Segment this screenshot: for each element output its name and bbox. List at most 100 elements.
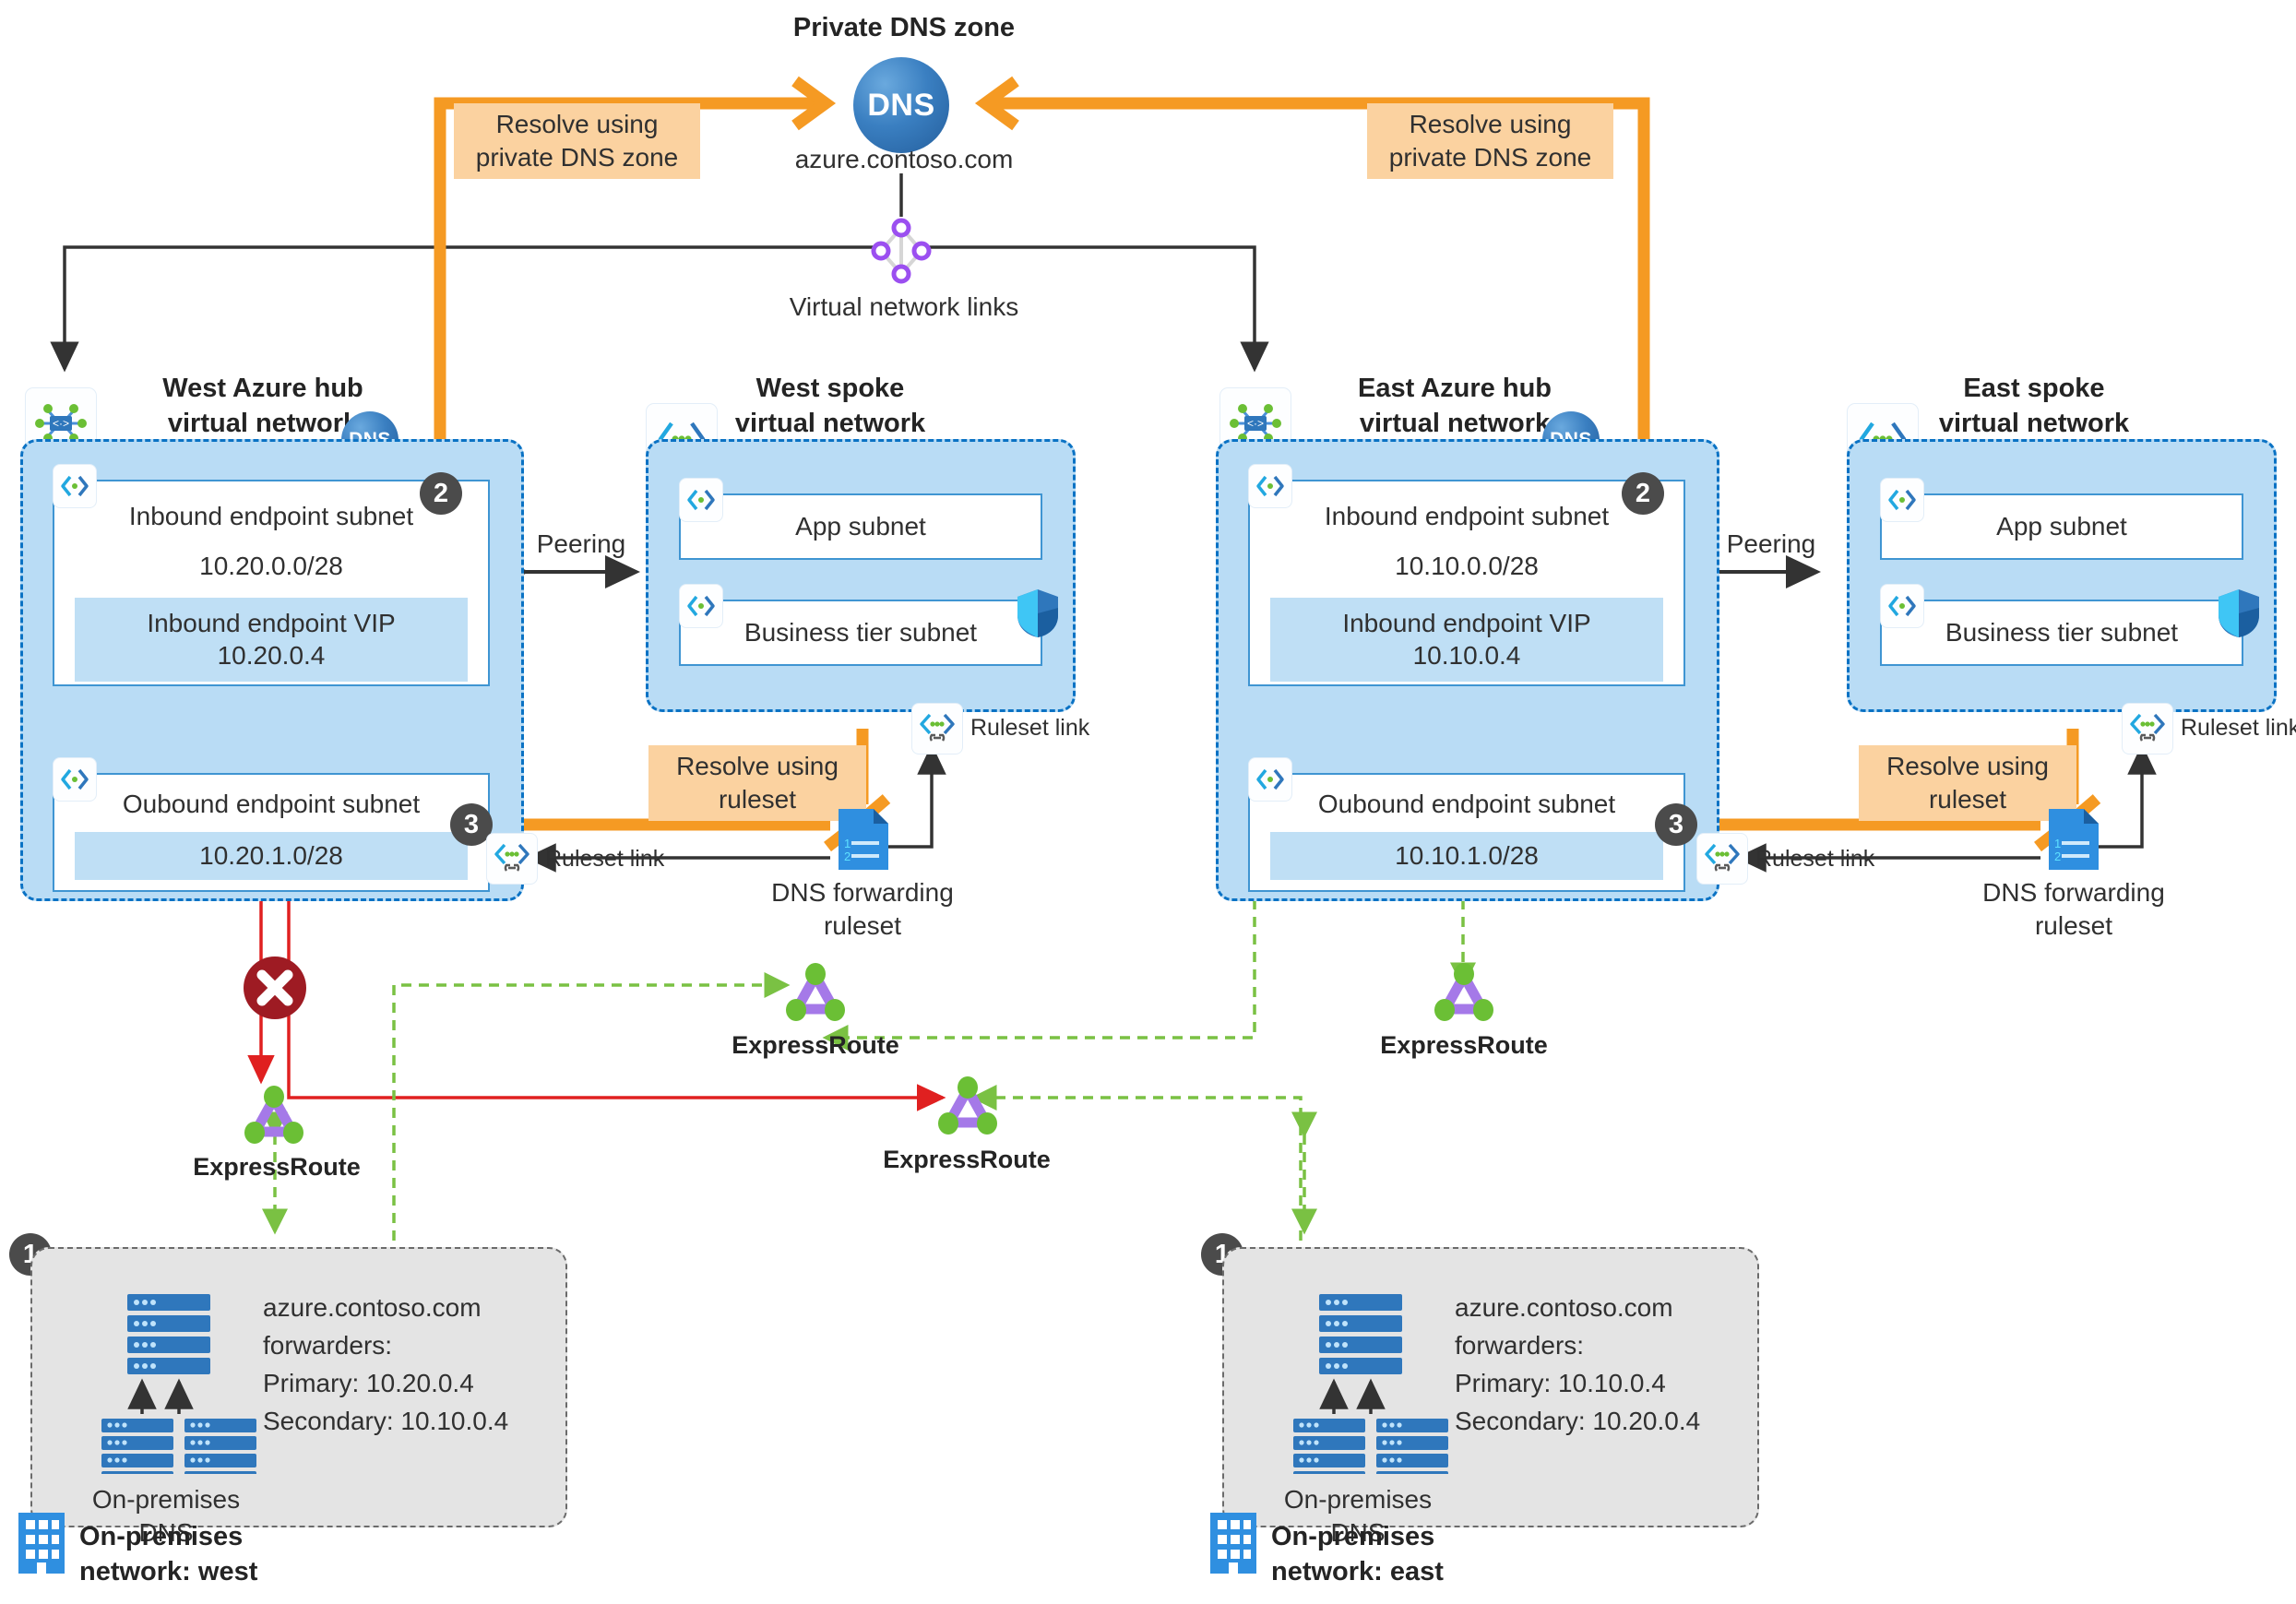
west-inbound-vip-box: Inbound endpoint VIP 10.20.0.4 [75,597,468,683]
east-business-subnet-icon [1880,584,1924,628]
onprem-west-building-icon [17,1511,66,1580]
expressroute-icon-west-outer [238,1084,310,1155]
peering-label-east: Peering [1726,529,1816,558]
west-hub-vnet-title: West Azure hub virtual network [111,372,415,441]
east-spoke-app-subnet: App subnet [1880,493,2243,560]
east-app-subnet-name: App subnet [1996,512,2127,541]
onprem-west-title: On-premises network: west [79,1522,258,1586]
east-ruleset-document-icon: 1 2 [2043,806,2104,877]
callout-private-dns-west: Resolve using private DNS zone [454,103,700,179]
east-hub-inbound-subnet: Inbound endpoint subnet 10.10.0.0/28 Inb… [1248,480,1685,686]
west-spoke-business-subnet: Business tier subnet [679,600,1042,666]
callout-private-dns-east: Resolve using private DNS zone [1367,103,1613,179]
onprem-west-dns-label: On-premises DNS [91,1485,241,1547]
west-inbound-subnet-icon [53,464,97,508]
step-badge-2-west: 2 [420,472,462,515]
zone-name: azure.contoso.com [794,145,1014,173]
east-inbound-subnet-cidr: 10.10.0.0/28 [1395,551,1539,580]
east-ruleset-title: DNS forwarding ruleset [1982,878,2165,940]
expressroute-label-east: ExpressRoute [1380,1031,1548,1059]
west-inbound-subnet-name: Inbound endpoint subnet [128,502,414,530]
vnet-links-label: Virtual network links [789,292,1019,321]
onprem-east-secondary: Secondary: 10.20.0.4 [1455,1407,1701,1435]
onprem-east-title: On-premises network: east [1271,1522,1444,1586]
east-spoke-vnet-title: East spoke virtual network [1877,372,2191,441]
east-outbound-cidr-box: 10.10.1.0/28 [1270,831,1663,880]
expressroute-label-mid-upper: ExpressRoute [732,1031,899,1059]
page-title: Private DNS zone [792,13,1016,42]
svg-text:1: 1 [2054,837,2061,850]
onprem-east-zone: azure.contoso.com [1455,1293,1673,1322]
west-ruleset-link-icon-right [911,703,963,754]
west-outbound-subnet-icon [53,757,97,802]
expressroute-icon-mid-lower [932,1075,1004,1146]
onprem-east-box [1222,1247,1759,1527]
east-hub-vnet-title: East Azure hub virtual network [1303,372,1607,441]
step-badge-2-east: 2 [1622,472,1664,515]
east-inbound-vip-label: Inbound endpoint VIP [1342,608,1591,637]
step-badge-3-west: 3 [450,803,493,846]
west-outbound-subnet-name: Oubound endpoint subnet [122,790,421,818]
west-ruleset-link-label-right: Ruleset link [970,715,1090,741]
onprem-east-forwarders-label: forwarders: [1455,1331,1585,1360]
onprem-east-primary: Primary: 10.10.0.4 [1455,1369,1666,1397]
east-outbound-subnet-cidr: 10.10.1.0/28 [1395,840,1539,870]
expressroute-icon-mid-upper [779,961,851,1032]
west-inbound-subnet-cidr: 10.20.0.0/28 [199,551,343,580]
west-spoke-app-subnet: App subnet [679,493,1042,560]
onprem-west-forwarders-label: forwarders: [263,1331,393,1360]
east-business-subnet-name: Business tier subnet [1945,618,2179,647]
east-shield-icon [2216,588,2262,644]
onprem-east-dns-label: On-premises DNS [1283,1485,1433,1547]
east-inbound-subnet-name: Inbound endpoint subnet [1324,502,1610,530]
west-app-subnet-icon [679,478,723,522]
onprem-east-building-icon [1208,1511,1258,1580]
west-outbound-subnet-cidr: 10.20.1.0/28 [199,840,343,870]
west-spoke-vnet-title: West spoke virtual network [673,372,987,441]
east-ruleset-link-icon-right [2122,703,2173,754]
east-outbound-subnet-icon [1248,757,1292,802]
east-hub-title-text: East Azure hub virtual network [1357,374,1552,438]
east-ruleset-link-label-right: Ruleset link [2181,715,2296,741]
onprem-west-zone: azure.contoso.com [263,1293,482,1322]
west-ruleset-document-icon: 1 2 [833,806,894,877]
callout-ruleset-west: Resolve using ruleset [648,745,866,821]
east-ruleset-link-label-left: Ruleset link [1755,846,1875,872]
expressroute-icon-east [1428,961,1500,1032]
west-inbound-vip-address: 10.20.0.4 [217,641,326,671]
expressroute-label-mid-lower: ExpressRoute [883,1146,1051,1173]
onprem-west-primary: Primary: 10.20.0.4 [263,1369,474,1397]
east-inbound-vip-box: Inbound endpoint VIP 10.10.0.4 [1270,597,1663,683]
west-ruleset-link-icon-left [486,833,538,885]
peering-label-west: Peering [536,529,626,558]
east-spoke-title-text: East spoke virtual network [1938,374,2130,438]
west-business-subnet-name: Business tier subnet [744,618,978,647]
west-app-subnet-name: App subnet [795,512,926,541]
east-inbound-subnet-icon [1248,464,1292,508]
west-business-subnet-icon [679,584,723,628]
east-spoke-business-subnet: Business tier subnet [1880,600,2243,666]
expressroute-green-paths [262,876,1476,1241]
svg-text:<·>: <·> [1247,417,1264,430]
east-app-subnet-icon [1880,478,1924,522]
east-hub-outbound-subnet: Oubound endpoint subnet 10.10.1.0/28 [1248,773,1685,892]
onprem-west-server-icon [72,1289,256,1485]
virtual-network-links-icon [858,215,946,287]
east-hub-vnet-icon: <·> [1219,387,1291,459]
vnet-links-connectors [50,173,1269,373]
west-hub-inbound-subnet: Inbound endpoint subnet 10.20.0.0/28 Inb… [53,480,490,686]
svg-text:1: 1 [844,837,851,850]
onprem-west-box [30,1247,567,1527]
east-inbound-vip-address: 10.10.0.4 [1412,641,1521,671]
west-outbound-cidr-box: 10.20.1.0/28 [75,831,468,880]
blocked-x-icon [242,955,308,1026]
svg-text:2: 2 [844,850,851,863]
west-hub-outbound-subnet: Oubound endpoint subnet 10.20.1.0/28 [53,773,490,892]
east-outbound-subnet-name: Oubound endpoint subnet [1317,790,1616,818]
onprem-east-server-icon [1264,1289,1448,1485]
callout-ruleset-east: Resolve using ruleset [1859,745,2076,821]
west-spoke-title-text: West spoke virtual network [734,374,926,438]
west-ruleset-title: DNS forwarding ruleset [771,878,954,940]
svg-text:2: 2 [2054,850,2061,863]
